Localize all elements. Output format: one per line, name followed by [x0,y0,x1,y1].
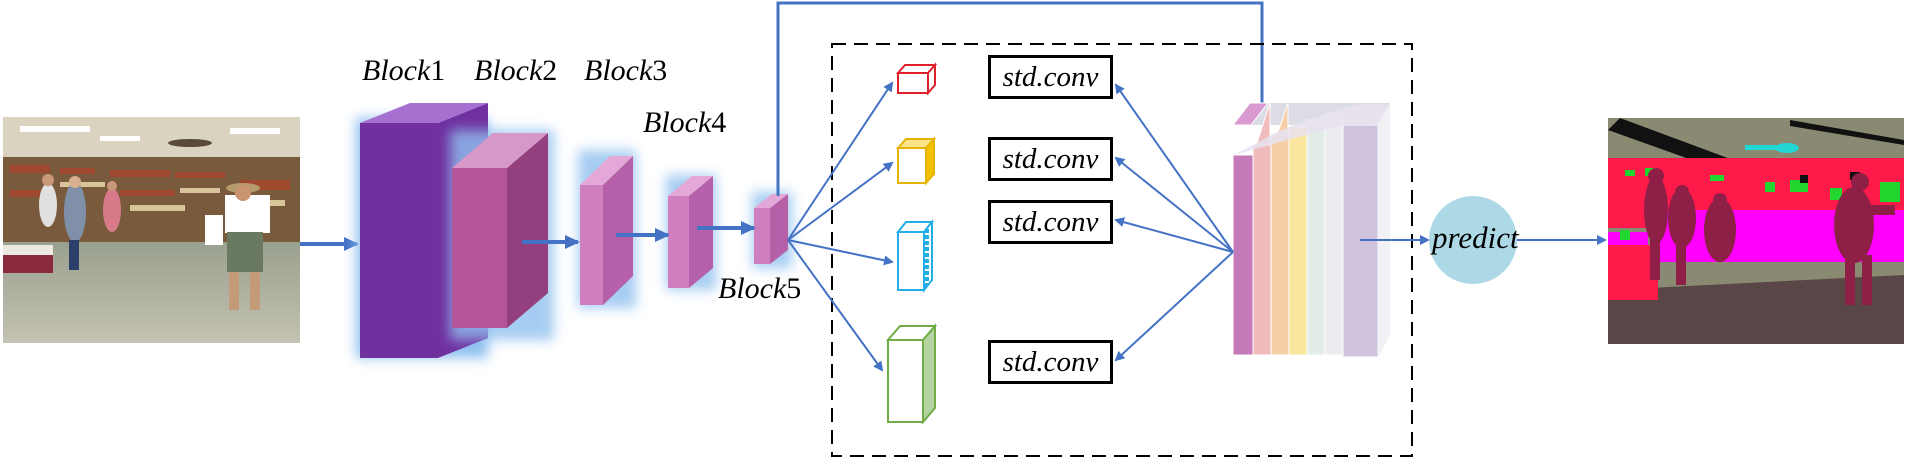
block-word: Block [584,54,653,87]
block-word: Block [474,54,543,87]
block2-label: Block2 [474,56,557,86]
std-conv-box-1: std.conv [988,55,1113,99]
block-number: 5 [786,272,802,305]
std-conv-box-3: std.conv [988,200,1113,244]
block-word: Block [643,106,712,139]
std-conv-box-4: std.conv [988,340,1113,384]
block3-shape [578,150,636,308]
input-image [3,117,300,343]
pool-cube-green [885,323,938,425]
std-conv-label: std.conv [1002,206,1099,238]
concat-feature-stack [1231,102,1390,358]
arrow-block5-to-yellow [787,161,894,241]
block-number: 2 [542,54,558,87]
arrow-block5-to-green [787,239,884,372]
pool-cube-yellow [895,136,937,186]
block3-label: Block3 [584,56,667,86]
arrow-block5-to-cyan [787,239,894,266]
block5-shape [752,192,792,268]
block-number: 4 [711,106,727,139]
output-segmentation-image [1608,118,1904,344]
arrow-block5-to-red [787,81,894,241]
arrow-concat-to-conv3 [1114,217,1234,253]
skip-connection-arrow [776,1,1267,196]
std-conv-label: std.conv [1002,143,1099,175]
predict-circle [1429,196,1517,284]
block-number: 3 [652,54,668,87]
block-word: Block [718,272,787,305]
block1-label: Block1 [362,56,445,86]
predict-label: predict [1432,220,1519,255]
std-conv-label: std.conv [1002,61,1099,93]
pool-cube-red [895,62,938,96]
std-conv-label: std.conv [1002,346,1099,378]
block-number: 1 [430,54,446,87]
pyramid-module-box [831,43,1413,457]
pool-cube-cyan [895,219,935,293]
arrow-concat-to-conv2 [1114,156,1234,253]
block-word: Block [362,54,431,87]
block2-shape [450,130,554,340]
arrow-concat-to-conv4 [1114,251,1234,362]
block5-label: Block5 [718,274,801,304]
arrow-concat-to-conv1 [1114,83,1234,253]
std-conv-box-2: std.conv [988,137,1113,181]
block4-shape [666,175,716,290]
block4-label: Block4 [643,108,726,138]
